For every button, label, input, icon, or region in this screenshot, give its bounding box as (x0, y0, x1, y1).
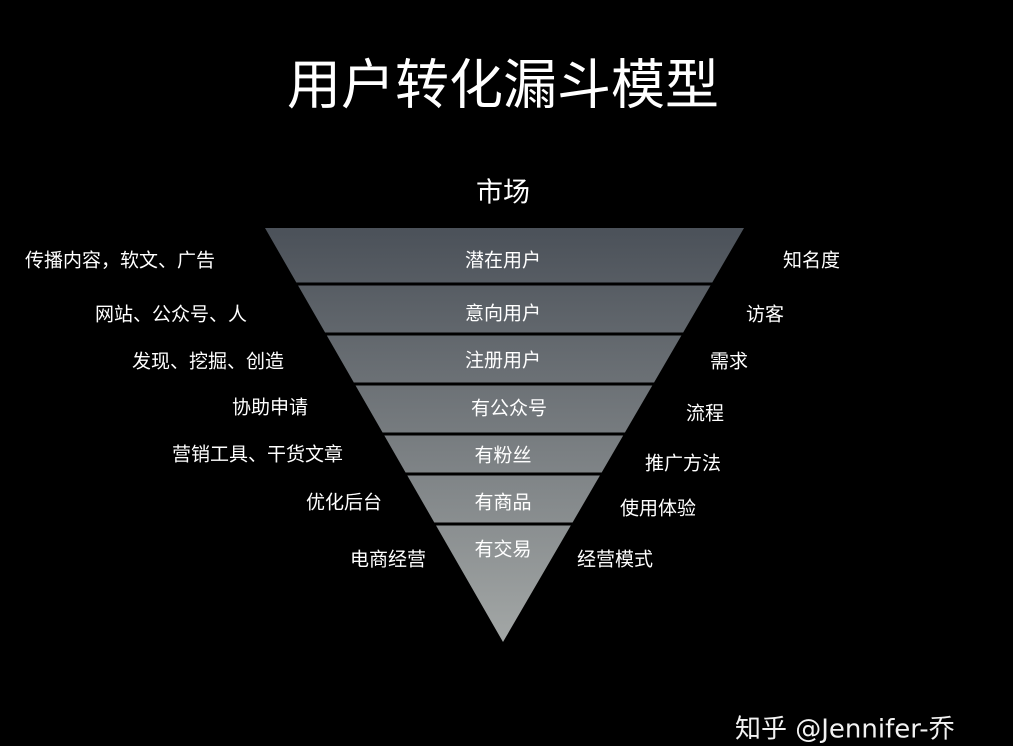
funnel-stage: 有粉丝 (474, 444, 532, 467)
left-label: 协助申请 (232, 396, 309, 419)
left-label: 网站、公众号、人 (95, 303, 248, 326)
funnel-stage: 注册用户 (464, 349, 542, 372)
funnel-stage: 潜在用户 (464, 249, 542, 272)
funnel-stage: 有公众号 (470, 397, 548, 420)
funnel-stage: 有商品 (474, 491, 532, 514)
funnel-stage: 有交易 (474, 538, 532, 561)
funnel-stage: 意向用户 (464, 302, 542, 325)
right-label: 流程 (686, 402, 725, 425)
page-title: 用户转化漏斗模型 (287, 53, 719, 117)
funnel-dividers (250, 282, 760, 526)
right-label: 推广方法 (645, 452, 722, 475)
right-label: 访客 (746, 303, 785, 326)
left-label: 发现、挖掘、创造 (132, 350, 285, 373)
market-label: 市场 (476, 177, 530, 209)
watermark: 知乎 @Jennifer-乔 (735, 714, 955, 745)
right-label: 知名度 (783, 249, 841, 272)
left-label: 优化后台 (306, 491, 383, 514)
left-label: 电商经营 (350, 548, 427, 571)
right-label: 需求 (710, 350, 749, 373)
right-label: 使用体验 (620, 497, 697, 520)
right-label: 经营模式 (577, 548, 654, 571)
left-label: 营销工具、干货文章 (172, 443, 344, 466)
left-label: 传播内容，软文、广告 (25, 249, 216, 272)
